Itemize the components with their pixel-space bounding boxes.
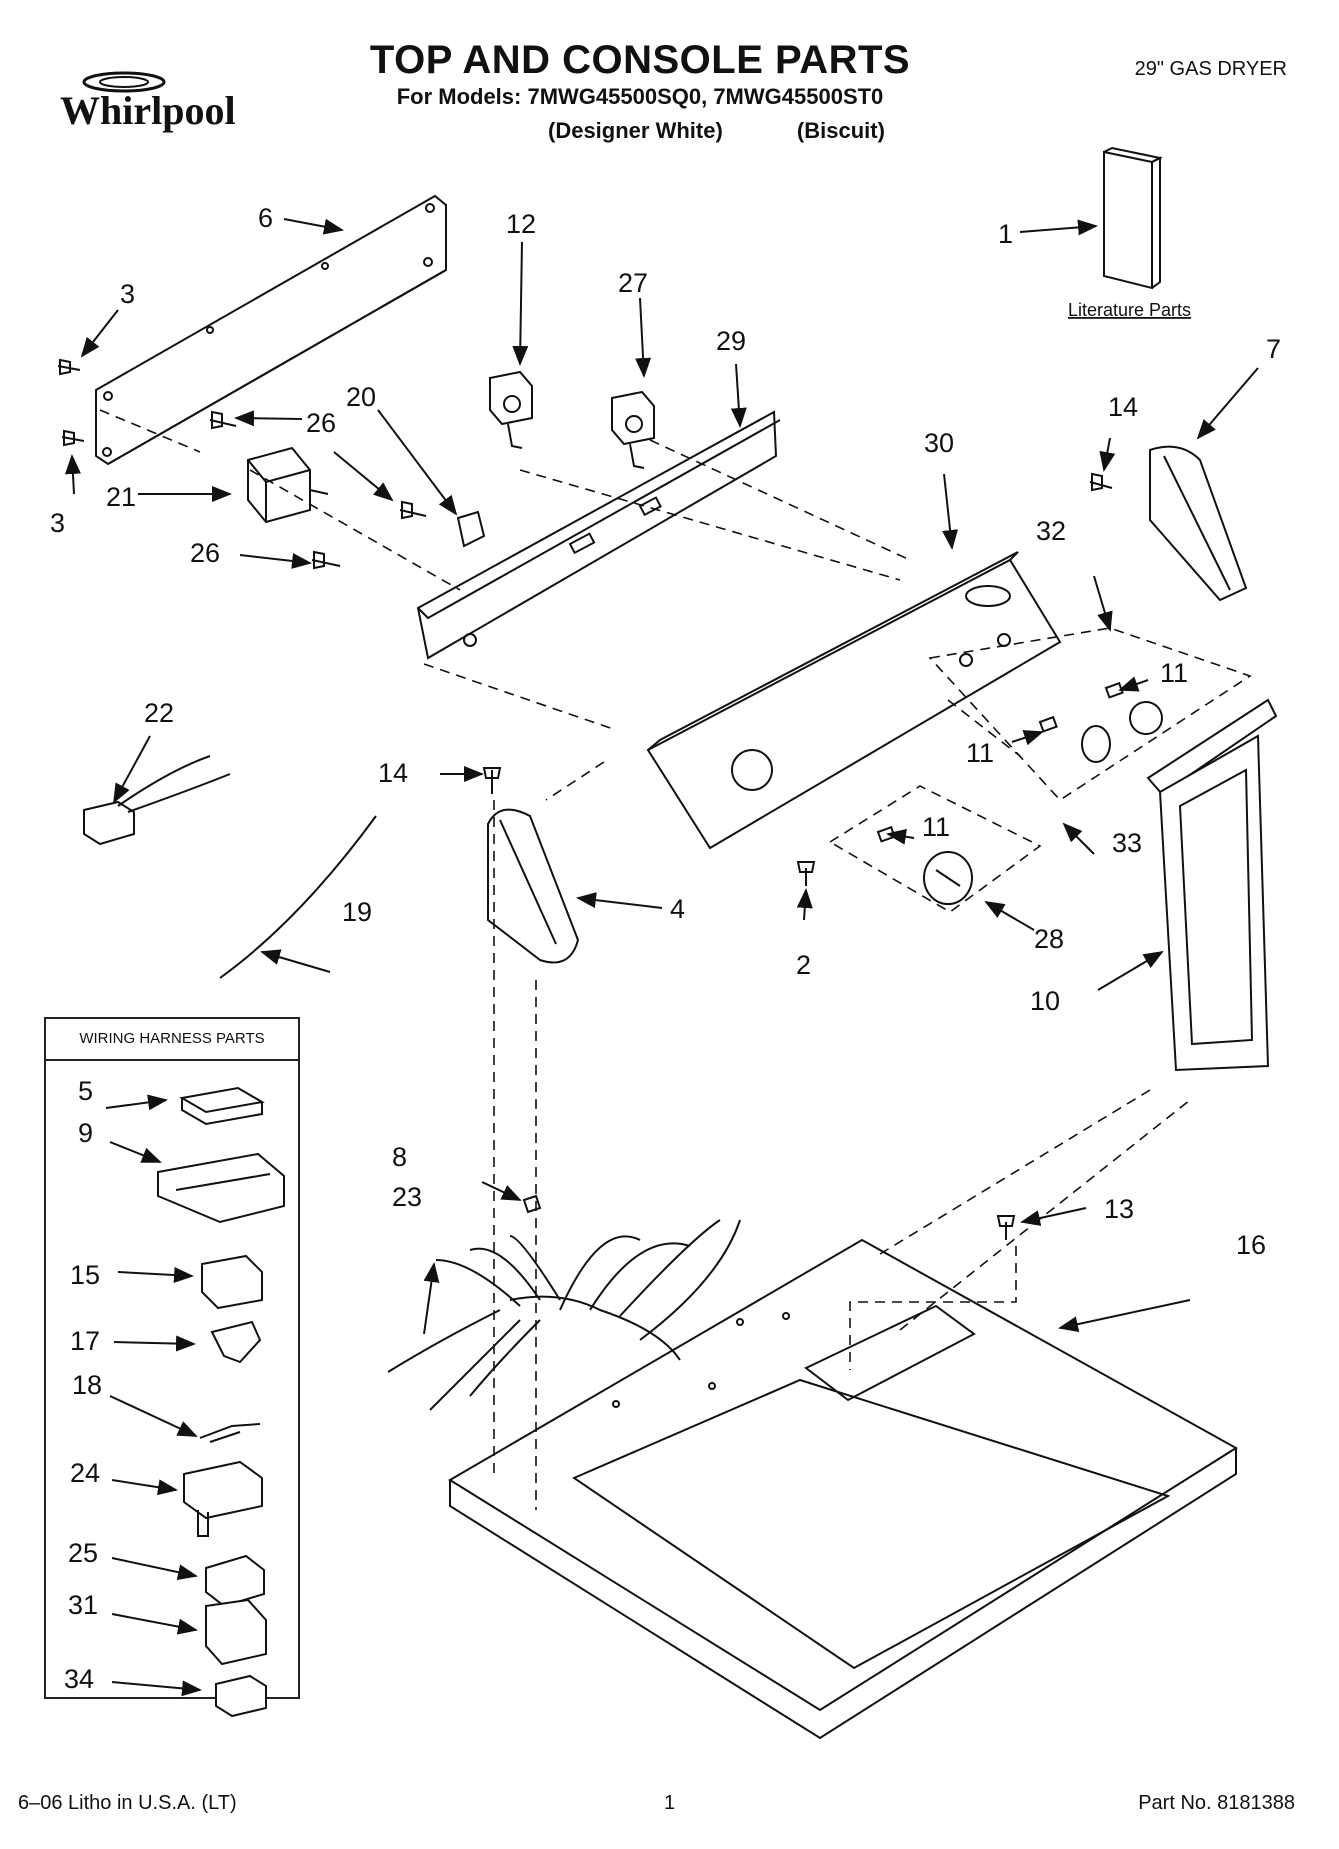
callout-12: 12 bbox=[506, 209, 536, 239]
variant-biscuit: (Biscuit) bbox=[796, 118, 885, 143]
variants-line: (Designer White) (Biscuit) bbox=[548, 118, 953, 144]
part-5 bbox=[179, 1086, 265, 1126]
screw-3-upper bbox=[57, 358, 81, 376]
dryer-type: 29" GAS DRYER bbox=[1134, 58, 1287, 80]
assembly-guide-lines bbox=[99, 409, 1252, 1510]
callout-3-lower: 3 bbox=[50, 508, 65, 538]
part-9 bbox=[157, 1152, 285, 1224]
part-31 bbox=[205, 1598, 267, 1666]
callout-4: 4 bbox=[670, 894, 685, 924]
callout-16: 16 bbox=[1236, 1230, 1266, 1260]
back-panel bbox=[95, 194, 447, 466]
callout-17: 17 bbox=[70, 1326, 100, 1356]
callout-34: 34 bbox=[64, 1664, 94, 1694]
wire-19 bbox=[219, 815, 377, 979]
callout-30: 30 bbox=[924, 428, 954, 458]
switch-12 bbox=[489, 370, 533, 449]
switch-27 bbox=[611, 390, 655, 469]
literature-parts-label: Literature Parts bbox=[1068, 300, 1191, 320]
console-panel-30 bbox=[646, 551, 1062, 850]
callout-11-c: 11 bbox=[922, 812, 950, 842]
callout-7: 7 bbox=[1266, 334, 1281, 364]
variant-designer-white: (Designer White) bbox=[548, 118, 723, 143]
console-bracket-29 bbox=[416, 410, 781, 660]
part-25 bbox=[205, 1554, 265, 1608]
callout-18: 18 bbox=[72, 1370, 102, 1400]
callout-11-b: 11 bbox=[966, 738, 994, 768]
callout-10: 10 bbox=[1030, 986, 1060, 1016]
callout-19: 19 bbox=[342, 897, 372, 927]
callout-20: 20 bbox=[346, 382, 376, 412]
callout-6: 6 bbox=[258, 203, 273, 233]
callout-9: 9 bbox=[78, 1118, 93, 1148]
connector-22 bbox=[83, 755, 231, 846]
endcap-4 bbox=[487, 808, 580, 964]
callout-29: 29 bbox=[716, 326, 746, 356]
whirlpool-logo: Whirlpool bbox=[52, 62, 282, 147]
callout-24: 24 bbox=[70, 1458, 100, 1488]
clip-8 bbox=[522, 1194, 542, 1214]
callout-23: 23 bbox=[392, 1182, 422, 1212]
literature-booklet bbox=[1103, 146, 1164, 290]
part-18 bbox=[199, 1423, 261, 1443]
callout-26-lower: 26 bbox=[190, 538, 220, 568]
callout-21: 21 bbox=[106, 482, 136, 512]
page-title: TOP AND CONSOLE PARTS bbox=[369, 38, 911, 82]
callout-1: 1 bbox=[998, 219, 1013, 249]
callout-arrows bbox=[64, 218, 1259, 1697]
screw-2 bbox=[796, 861, 816, 886]
callout-2: 2 bbox=[796, 950, 811, 980]
part-34 bbox=[215, 1674, 267, 1718]
callout-13: 13 bbox=[1104, 1194, 1134, 1224]
callout-27: 27 bbox=[618, 268, 648, 298]
whirlpool-logo-graphic: Whirlpool bbox=[60, 71, 236, 133]
screw-3-lower bbox=[61, 429, 85, 447]
knob-32-upper bbox=[1129, 701, 1163, 735]
footer-page-number: 1 bbox=[664, 1792, 676, 1814]
callout-26-upper: 26 bbox=[306, 408, 336, 438]
callout-22: 22 bbox=[144, 698, 174, 728]
knob-33 bbox=[1081, 725, 1111, 763]
models-line: For Models: 7MWG45500SQ0, 7MWG45500ST0 bbox=[396, 84, 884, 109]
lint-filter-10 bbox=[1146, 698, 1278, 1072]
callout-numbers: 1 2 3 3 4 6 7 8 10 11 11 11 12 13 14 14 … bbox=[50, 203, 1281, 1694]
part-17 bbox=[210, 1320, 262, 1364]
brand-text: Whirlpool bbox=[60, 88, 236, 133]
screw-13 bbox=[996, 1215, 1016, 1240]
callout-28: 28 bbox=[1034, 924, 1064, 954]
wiring-harness-box: WIRING HARNESS PARTS bbox=[44, 1017, 300, 1699]
screw-26-upper bbox=[209, 410, 237, 430]
callout-14-left: 14 bbox=[378, 758, 408, 788]
callout-3-upper: 3 bbox=[120, 279, 135, 309]
knob-28 bbox=[923, 851, 973, 905]
clip-11-a bbox=[1104, 681, 1124, 699]
callout-25: 25 bbox=[68, 1538, 98, 1568]
callout-33: 33 bbox=[1112, 828, 1142, 858]
screw-26-lower bbox=[311, 550, 341, 570]
part-24 bbox=[183, 1460, 263, 1537]
callout-5: 5 bbox=[78, 1076, 93, 1106]
wiring-harness-title: WIRING HARNESS PARTS bbox=[46, 1019, 298, 1061]
callout-32: 32 bbox=[1036, 516, 1066, 546]
wire-harness-23 bbox=[387, 1219, 741, 1411]
footer-part-number: Part No. 8181388 bbox=[1138, 1792, 1295, 1814]
screw-14-left bbox=[482, 767, 502, 794]
clip-11-b bbox=[1038, 715, 1058, 733]
callout-11-a: 11 bbox=[1160, 658, 1188, 688]
screw-14-right bbox=[1089, 472, 1113, 492]
timer-21 bbox=[247, 446, 329, 524]
dryer-top-16 bbox=[448, 1238, 1238, 1740]
endcap-7 bbox=[1149, 445, 1248, 602]
callout-14-right: 14 bbox=[1108, 392, 1138, 422]
callout-15: 15 bbox=[70, 1260, 100, 1290]
footer-litho: 6–06 Litho in U.S.A. (LT) bbox=[18, 1792, 237, 1814]
bracket-20 bbox=[456, 510, 486, 548]
screw-20 bbox=[399, 500, 427, 520]
part-15 bbox=[201, 1254, 263, 1310]
callout-8: 8 bbox=[392, 1142, 407, 1172]
callout-31: 31 bbox=[68, 1590, 98, 1620]
